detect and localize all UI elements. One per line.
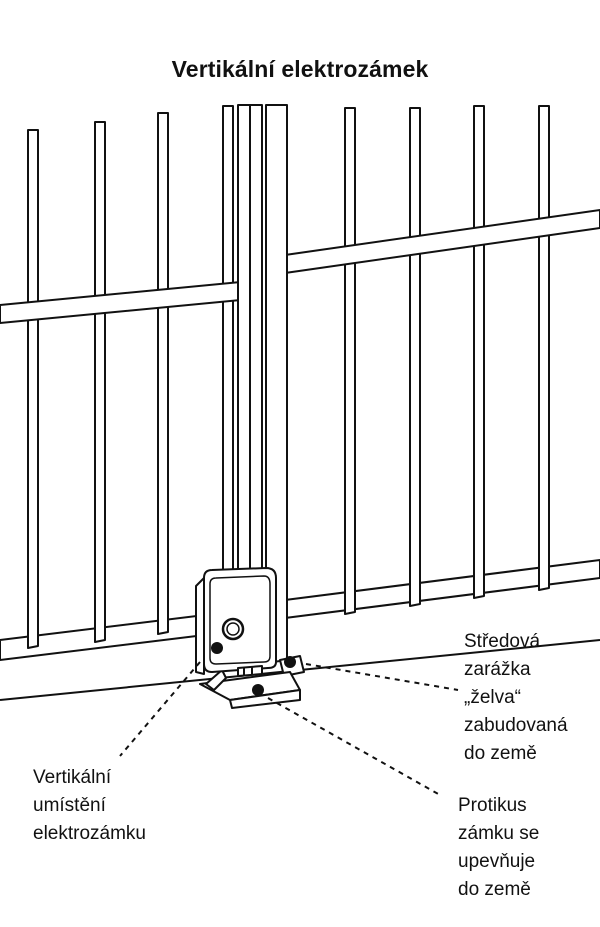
right-gate-bar bbox=[538, 105, 550, 591]
center-stop-marker bbox=[284, 656, 296, 668]
lock-body-side bbox=[195, 577, 205, 675]
right-gate-bar bbox=[409, 107, 421, 607]
right-gate-bar bbox=[344, 107, 356, 615]
leader-center-stop bbox=[305, 663, 459, 691]
right-gate-lower-rail bbox=[284, 559, 600, 619]
label-strike-plate: Protikus zámku se upevňuje do země bbox=[458, 795, 540, 900]
left-gate-bar bbox=[157, 112, 169, 635]
leader-vertical-lock bbox=[119, 661, 201, 757]
page-title: Vertikální elektrozámek bbox=[171, 56, 429, 82]
leader-strike-plate bbox=[267, 697, 441, 796]
label-vertical-placement: Vertikální umístění elektrozámku bbox=[33, 767, 146, 844]
left-gate-bar bbox=[222, 105, 234, 627]
right-gate-upper-rail bbox=[284, 209, 600, 274]
left-gate-bar bbox=[94, 121, 106, 643]
strike-plate-marker bbox=[252, 684, 264, 696]
right-gate-bar bbox=[473, 105, 485, 599]
strike-plate-front bbox=[229, 689, 301, 709]
lock-marker bbox=[211, 642, 223, 654]
left-gate-bar bbox=[27, 129, 39, 649]
label-center-stop: Středová zarážka „želva“ zabudovaná do z… bbox=[464, 631, 568, 764]
